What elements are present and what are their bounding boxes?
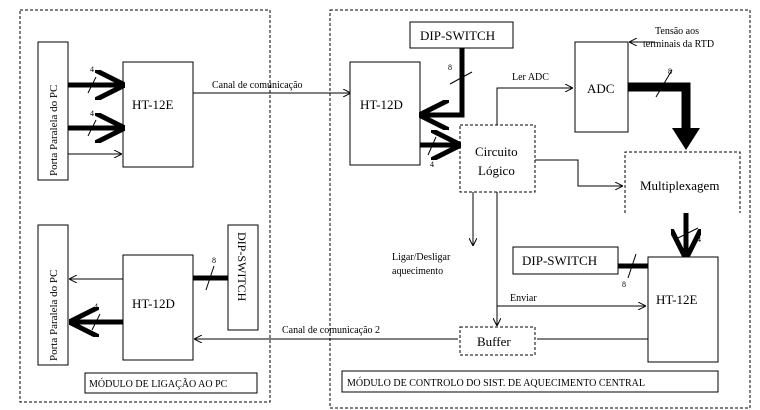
multiplexer-block — [624, 151, 741, 213]
decoder-right-label: HT-12D — [360, 97, 403, 112]
svg-text:4: 4 — [697, 235, 701, 244]
decoder-left-label: HT-12D — [132, 296, 175, 311]
heating-label-line2: aquecimento — [392, 266, 443, 277]
left-module-label-box — [84, 372, 258, 394]
parallel-port-top-label: Porta Paralela do PC — [48, 85, 60, 176]
left-module-label: MÓDULO DE LIGAÇÃO AO PC — [89, 378, 228, 390]
dip-switch-top-label: DIP-SWITCH — [420, 28, 495, 43]
decoder-left-block — [122, 254, 194, 361]
bus-slash — [673, 227, 699, 241]
dip-switch-bottom-label: DIP-SWITCH — [522, 253, 597, 268]
bus-slash — [627, 253, 637, 279]
svg-text:4: 4 — [430, 160, 434, 169]
bus-slash — [205, 265, 215, 291]
svg-text:8: 8 — [448, 63, 452, 72]
channel-2-label: Canal de comunicação 2 — [282, 325, 380, 336]
bus-adc-to-mux — [628, 82, 691, 130]
bus-slash — [91, 313, 101, 331]
svg-text:4: 4 — [90, 65, 94, 74]
read-adc-line — [496, 88, 572, 125]
bus-adc-to-mux-head — [672, 128, 700, 150]
logic-circuit-line2: Lógico — [478, 163, 515, 178]
svg-text:8: 8 — [622, 280, 626, 289]
dip-switch-left-label: DIP-SWITCH — [235, 232, 249, 302]
decoder-right-block — [349, 61, 421, 166]
dip-switch-bottom — [512, 246, 619, 275]
dip-switch-left — [227, 224, 259, 331]
bus-dip-to-decoder-right — [424, 48, 465, 115]
parallel-port-bottom-label: Porta Paralela do PC — [48, 270, 60, 361]
bus-slash — [449, 71, 473, 85]
rtd-label-line2: terminais da RTD — [643, 39, 714, 50]
svg-text:4: 4 — [94, 302, 98, 311]
svg-text:4: 4 — [90, 109, 94, 118]
logic-circuit-line1: Circuito — [475, 144, 518, 159]
heating-label-line1: Ligar/Desligar — [392, 252, 451, 263]
parallel-port-top — [37, 41, 69, 181]
encoder-left-label: HT-12E — [132, 97, 173, 112]
read-adc-label: Ler ADC — [512, 72, 549, 83]
encoder-right-block — [647, 256, 719, 363]
encoder-right-label: HT-12E — [656, 292, 697, 307]
right-module-label: MÓDULO DE CONTROLO DO SIST. DE AQUECIMEN… — [347, 377, 645, 389]
bus-slash — [87, 119, 97, 137]
buffer-label: Buffer — [477, 334, 511, 349]
right-module-label-box — [341, 370, 719, 393]
left-module-frame — [19, 9, 271, 403]
right-module-frame — [329, 9, 751, 409]
line-logic-to-mux — [535, 159, 622, 186]
adc-block — [574, 41, 629, 133]
encoder-left-block — [122, 61, 194, 168]
parallel-port-bottom — [37, 224, 69, 366]
bus-slash — [87, 76, 97, 94]
channel-1-label: Canal de comunicação — [212, 80, 303, 91]
multiplexer-label: Multiplexagem — [640, 178, 719, 193]
buffer-block — [459, 326, 536, 356]
rtd-label-line1: Tensão aos — [655, 26, 699, 37]
svg-text:8: 8 — [212, 256, 216, 265]
adc-label: ADC — [587, 81, 614, 96]
svg-text:8: 8 — [668, 67, 672, 76]
bus-slash — [427, 136, 437, 156]
send-label: Enviar — [510, 293, 537, 304]
bus-slash — [655, 69, 673, 98]
